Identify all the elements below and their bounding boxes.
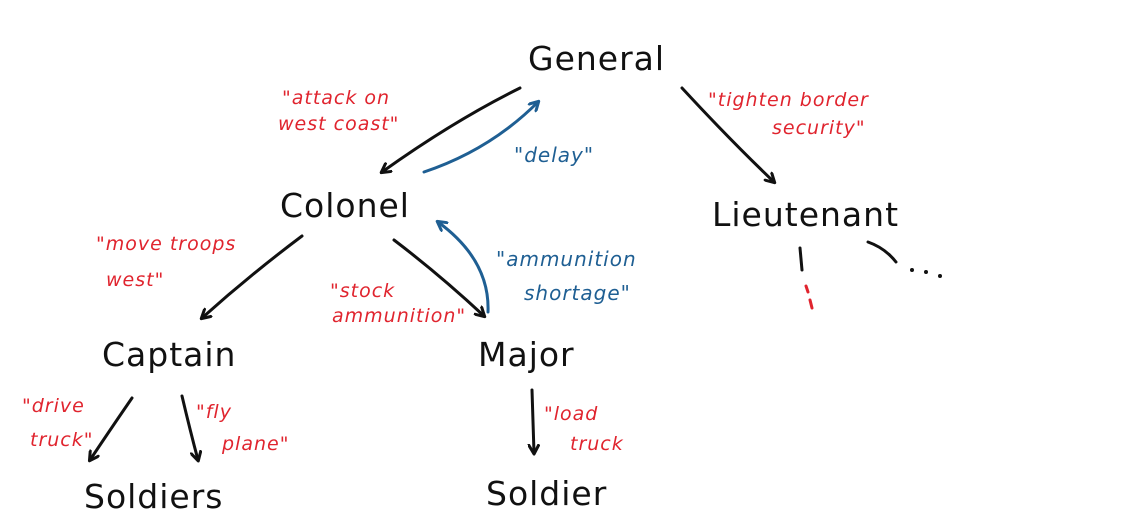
- order-move-line2: west": [106, 269, 164, 291]
- arrow-feedback-colonel-to-general: [422, 102, 538, 174]
- order-load-line2: truck: [570, 433, 624, 455]
- arrow-major-to-soldier: [532, 388, 534, 453]
- ellipsis-dot-1: [910, 268, 914, 272]
- arrow-captain-to-soldiers-left: [90, 396, 134, 460]
- order-fly-line1: "fly: [196, 401, 232, 423]
- arrow-captain-to-soldiers-right: [180, 394, 198, 460]
- continuation-red-tick-1: [804, 284, 810, 294]
- node-colonel: Colonel: [280, 186, 410, 225]
- order-move-line1: "move troops: [96, 233, 236, 255]
- continuation-red-tick-2: [808, 298, 814, 310]
- ellipsis-dot-3: [938, 274, 942, 278]
- order-fly-line2: plane": [221, 433, 289, 455]
- arrow-feedback-major-to-colonel: [438, 222, 490, 314]
- order-drive-line1: "drive: [22, 395, 85, 417]
- ellipsis-dot-2: [924, 270, 928, 274]
- node-soldiers: Soldiers: [84, 477, 223, 516]
- continuation-tick-left: [798, 246, 804, 272]
- feedback-delay: "delay": [514, 143, 594, 167]
- feedback-shortage-line2: shortage": [524, 281, 631, 305]
- order-load-line1: "load: [544, 403, 598, 425]
- continuation-tick-right: [866, 240, 898, 264]
- feedback-shortage-line1: "ammunition: [496, 247, 637, 271]
- arrow-general-to-colonel: [382, 86, 522, 172]
- order-attack-line1: "attack on: [282, 87, 390, 109]
- order-border-line1: "tighten border: [708, 89, 869, 111]
- node-captain: Captain: [102, 335, 236, 374]
- order-stock-line2: ammunition": [332, 305, 466, 327]
- node-general: General: [528, 39, 665, 78]
- node-lieutenant: Lieutenant: [712, 195, 899, 234]
- arrow-colonel-to-captain: [202, 234, 304, 318]
- arrow-general-to-lieutenant: [680, 86, 774, 182]
- node-soldier: Soldier: [486, 474, 607, 513]
- order-stock-line1: "stock: [330, 280, 395, 302]
- order-attack-line2: west coast": [278, 113, 399, 135]
- order-border-line2: security": [772, 117, 866, 139]
- node-major: Major: [478, 335, 575, 374]
- order-drive-line2: truck": [30, 429, 94, 451]
- arrow-colonel-to-major: [392, 238, 484, 316]
